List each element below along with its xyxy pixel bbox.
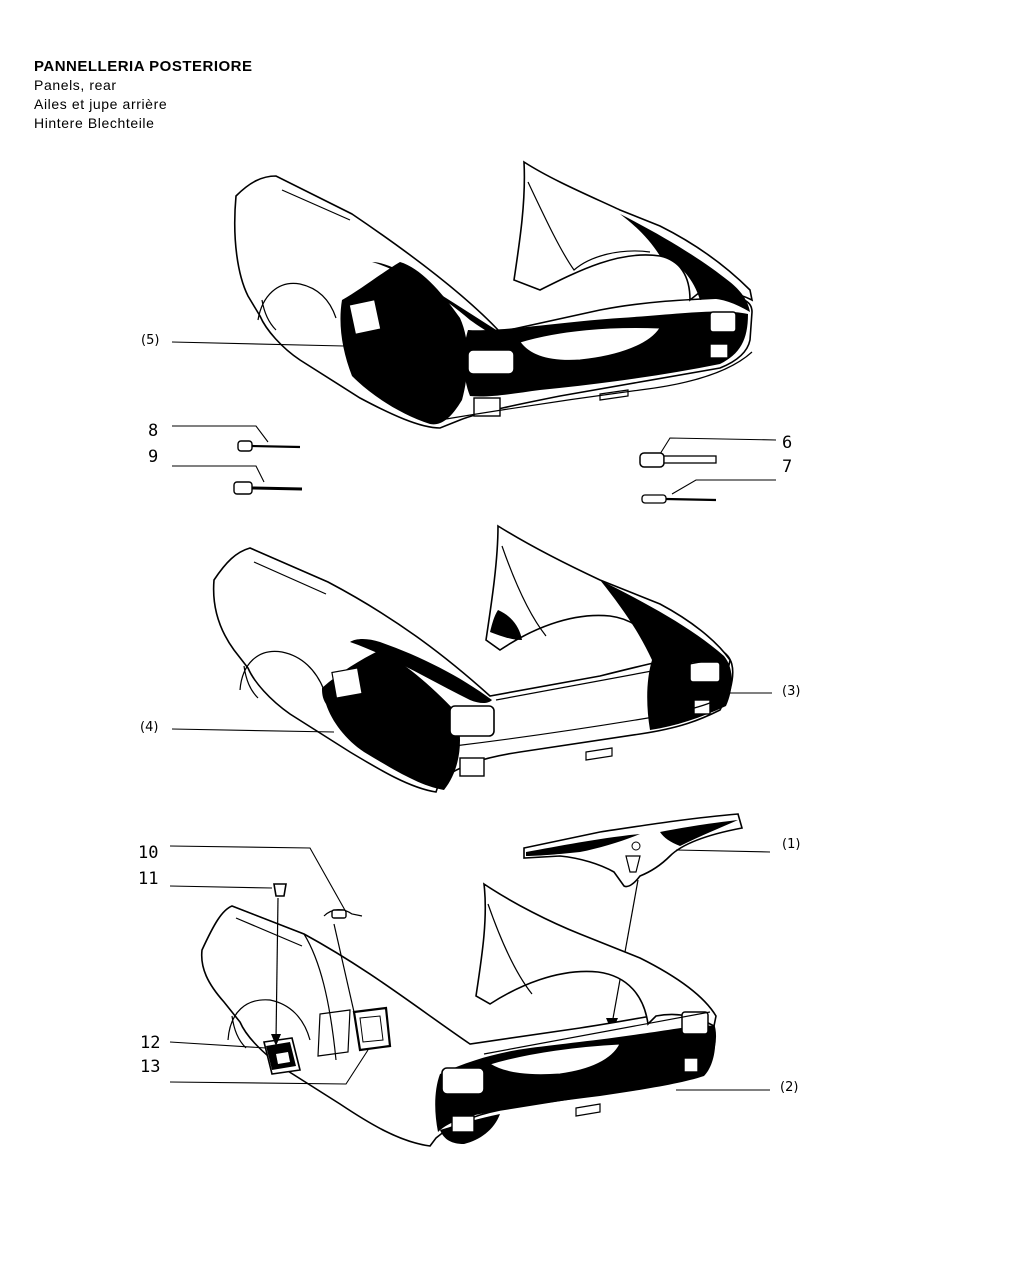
leader-line-1 — [675, 849, 771, 853]
page-header: PANNELLERIA POSTERIORE Panels, rear Aile… — [34, 57, 253, 133]
subtitle-en: Panels, rear — [34, 77, 117, 93]
fuel-housing-part-13 — [352, 1006, 392, 1052]
part-number-11: 11 — [138, 869, 158, 889]
rivet-7: 7 — [641, 457, 792, 504]
callout-4: (4) — [140, 720, 158, 735]
part-number-6: 6 — [782, 433, 792, 453]
rivet-6: 6 — [639, 433, 792, 468]
part-number-13: 13 — [140, 1057, 160, 1077]
page-title: PANNELLERIA POSTERIORE — [34, 58, 253, 75]
part-number-9: 9 — [148, 447, 158, 467]
callout-2: (2) — [780, 1080, 798, 1095]
rear-body-assembly-top — [233, 160, 754, 429]
rivet-8: 8 — [148, 421, 301, 452]
rear-body-assembly-middle — [212, 524, 734, 793]
rubber-plug-part-11 — [273, 883, 287, 897]
callout-1: (1) — [782, 837, 800, 852]
part-number-8: 8 — [148, 421, 158, 441]
part-number-10: 10 — [138, 843, 158, 863]
leader-line-5 — [171, 341, 345, 347]
assembly-arrow-clip — [333, 923, 355, 1013]
rear-body-assembly-bottom — [200, 882, 717, 1147]
callout-5: (5) — [141, 333, 159, 348]
fuel-flap-part-12 — [263, 1037, 301, 1075]
boot-lid-part-1 — [523, 813, 744, 888]
subtitle-fr: Ailes et jupe arrière — [34, 96, 168, 112]
assembly-arrow-plug — [275, 897, 279, 1041]
rivet-9: 9 — [148, 447, 303, 495]
spring-clip-part-10 — [323, 909, 363, 919]
subtitle-de: Hintere Blechteile — [34, 115, 155, 131]
part-number-12: 12 — [140, 1033, 160, 1053]
callout-3: (3) — [782, 684, 800, 699]
leader-line-4 — [171, 728, 335, 733]
part-number-7: 7 — [782, 457, 792, 477]
